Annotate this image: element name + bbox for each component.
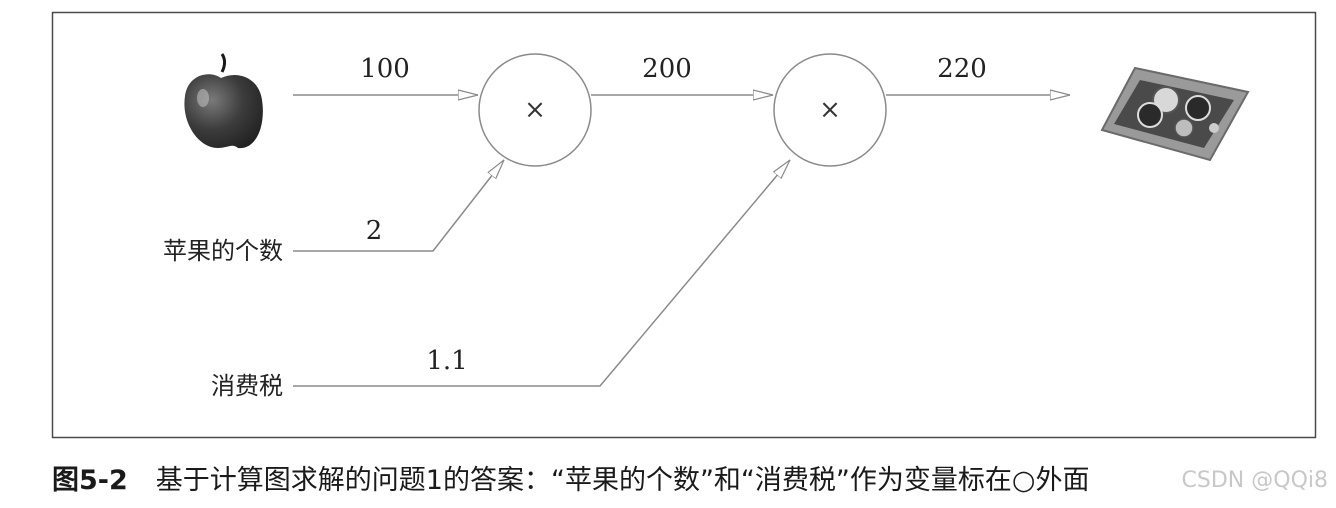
- multiply-symbol: ×: [524, 95, 546, 125]
- multiply-node-2: ×: [773, 53, 887, 167]
- figure-caption: 图5-2 基于计算图求解的问题1的答案：“苹果的个数”和“消费税”作为变量标在○外…: [52, 458, 1089, 497]
- edge-count-to-mul1: [293, 160, 505, 252]
- figure-number: 图5-2: [52, 465, 128, 496]
- caption-text: 基于计算图求解的问题1的答案：“苹果的个数”和“消费税”作为变量标在○外面: [155, 465, 1090, 496]
- multiply-symbol: ×: [819, 95, 841, 125]
- value-apple-price: 100: [360, 54, 410, 84]
- label-tax: 消费税: [211, 372, 283, 400]
- watermark: CSDN @QQi8: [1181, 468, 1328, 493]
- coin-tray-icon: [1100, 66, 1250, 162]
- diagram-frame: [51, 11, 1317, 439]
- value-subtotal: 200: [642, 54, 692, 84]
- value-apple-count: 2: [366, 216, 383, 246]
- apple-icon: [184, 53, 263, 149]
- value-tax: 1.1: [426, 346, 467, 376]
- edge-tax-to-mul2: [293, 160, 791, 387]
- value-total: 220: [937, 54, 987, 84]
- label-apple-count: 苹果的个数: [163, 237, 283, 265]
- multiply-node-1: ×: [478, 53, 592, 167]
